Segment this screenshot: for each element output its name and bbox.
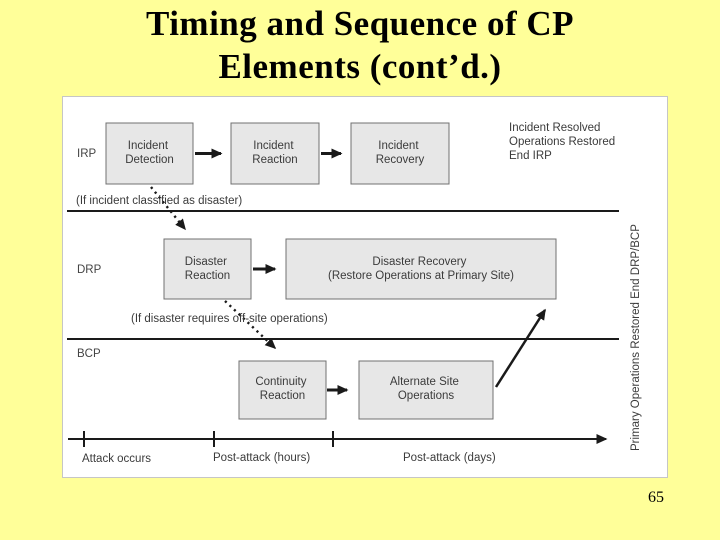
bcp-row-label: BCP	[77, 348, 101, 360]
incident-recovery-label: Incident Recovery	[376, 140, 425, 166]
title-line-1: Timing and Sequence of CP	[145, 4, 575, 43]
timeline-label-post-attack-days: Post-attack (days)	[403, 452, 496, 464]
disaster-recovery-box	[285, 238, 557, 300]
drp-row-label: DRP	[77, 264, 102, 276]
irp-row-label: IRP	[77, 148, 97, 160]
continuity-reaction-box	[238, 360, 327, 420]
drp-bcp-end-note: Primary Operations Restored End DRP/BCP	[630, 224, 642, 451]
alternate-site-operations-label: Alternate Site Operations	[390, 376, 462, 402]
disaster-reaction-label: Disaster Reaction	[185, 256, 230, 282]
timeline-label-attack-occurs: Attack occurs	[82, 453, 151, 465]
timeline-label-post-attack-hours: Post-attack (hours)	[213, 452, 310, 464]
incident-reaction-box	[230, 122, 320, 185]
title-line-2: Elements (cont’d.)	[218, 47, 502, 86]
disaster-reaction-box	[163, 238, 252, 300]
arrow-alternate-to-primary	[494, 308, 547, 388]
incident-detection-label: Incident Detection	[125, 140, 174, 166]
dotted-arrow-disaster-to-offsite	[224, 300, 277, 350]
incident-reaction-label: Incident Reaction	[252, 140, 297, 166]
disaster-recovery-label: Disaster Recovery (Restore Operations at…	[328, 256, 514, 282]
disaster-to-offsite-note: (If disaster requires off-site operation…	[131, 313, 328, 325]
incident-recovery-box	[350, 122, 450, 185]
incident-detection-box	[105, 122, 194, 185]
dotted-arrow-incident-to-disaster	[150, 186, 186, 231]
irp-end-note: Incident Resolved Operations Restored En…	[509, 122, 618, 162]
alternate-site-operations-box	[358, 360, 494, 420]
incident-to-disaster-note: (If incident classified as disaster)	[76, 195, 242, 207]
diagram-panel: IRP Incident Detection Incident Reaction…	[62, 96, 668, 478]
continuity-reaction-label: Continuity Reaction	[255, 376, 309, 402]
slide-title: Timing and Sequence of CP Elements (cont…	[0, 0, 720, 88]
cp-timing-diagram: IRP Incident Detection Incident Reaction…	[67, 122, 642, 465]
page-number: 65	[648, 489, 664, 506]
